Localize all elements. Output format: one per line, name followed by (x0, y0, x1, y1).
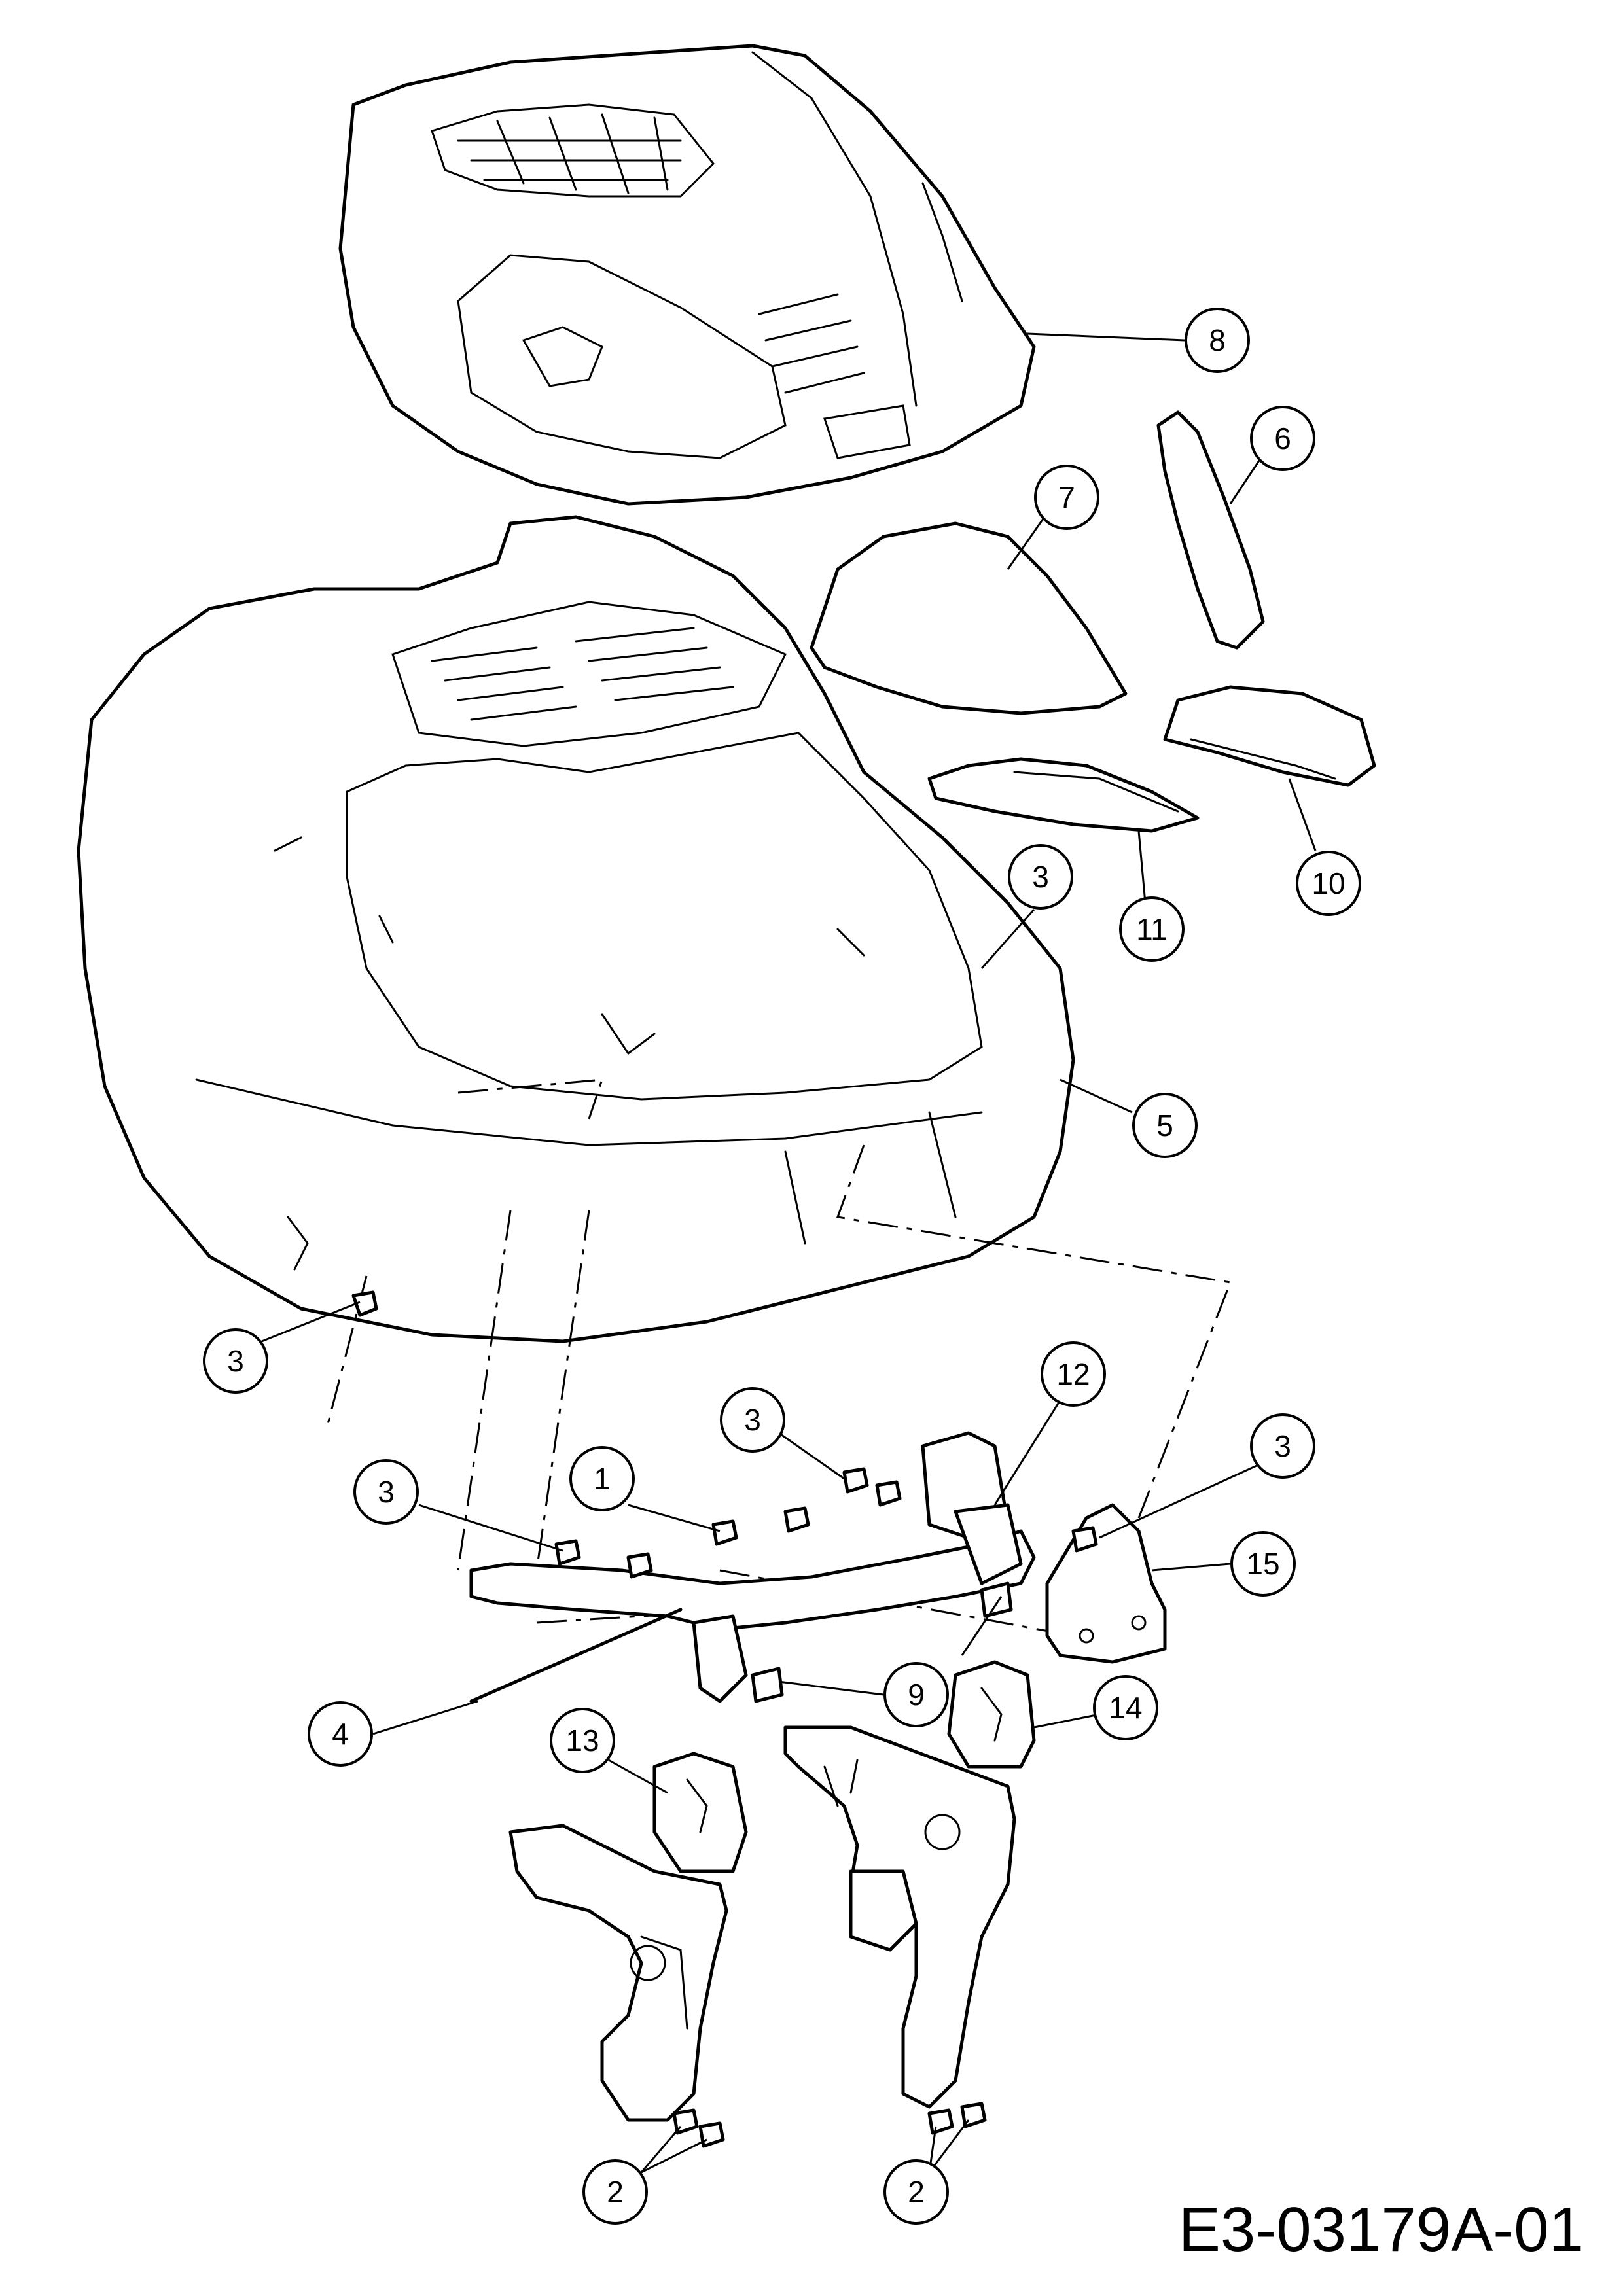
svg-text:3: 3 (1274, 1429, 1291, 1463)
svg-text:2: 2 (908, 2175, 925, 2209)
part-4-rod (469, 1608, 683, 1703)
svg-text:7: 7 (1058, 480, 1075, 514)
callout-7: 7 (1034, 465, 1099, 530)
svg-text:6: 6 (1274, 421, 1291, 455)
callout-3-left: 3 (203, 1328, 268, 1394)
callout-1: 1 (569, 1446, 635, 1511)
part-8-upper-shroud (338, 44, 1036, 506)
svg-text:5: 5 (1156, 1108, 1173, 1142)
callout-3-bracket-left: 3 (353, 1459, 419, 1525)
callout-3-right: 3 (1250, 1413, 1315, 1479)
part-5-hood (77, 515, 1075, 1343)
svg-text:9: 9 (908, 1678, 925, 1712)
callout-3-hood: 3 (1008, 844, 1073, 910)
part-13-left-hinge (508, 1752, 748, 2122)
svg-text:2: 2 (607, 2175, 624, 2209)
fasteners (351, 1290, 1098, 2148)
callout-3-bracket-top: 3 (720, 1387, 785, 1453)
svg-text:11: 11 (1136, 912, 1168, 946)
svg-text:8: 8 (1209, 323, 1226, 357)
part-10-trim (1163, 685, 1376, 787)
callout-6: 6 (1250, 406, 1315, 471)
part-6-lens (1156, 410, 1265, 650)
part-15-side-plate (1045, 1503, 1167, 1664)
callout-4: 4 (308, 1701, 373, 1767)
part-14-right-hinge (783, 1660, 1036, 2109)
callout-15: 15 (1230, 1531, 1296, 1597)
svg-text:12: 12 (1056, 1357, 1090, 1391)
part-12-front-bracket (469, 1431, 1036, 1703)
svg-text:3: 3 (378, 1475, 395, 1509)
drawing-code: E3-03179A-01 (1179, 2195, 1584, 2265)
callout-14: 14 (1093, 1675, 1158, 1740)
svg-text:1: 1 (594, 1462, 611, 1496)
callout-11: 11 (1119, 896, 1185, 962)
svg-text:3: 3 (744, 1403, 761, 1437)
svg-text:3: 3 (1032, 860, 1049, 894)
svg-text:14: 14 (1109, 1691, 1142, 1725)
part-11-trim (927, 757, 1200, 833)
callout-13: 13 (550, 1708, 615, 1773)
callout-9: 9 (883, 1662, 949, 1727)
svg-text:3: 3 (227, 1344, 244, 1378)
callout-2-right: 2 (883, 2159, 949, 2225)
callout-5: 5 (1132, 1093, 1198, 1158)
part-7-side-panel (810, 521, 1128, 715)
callouts: 8 6 7 11 10 3 5 3 12 3 3 1 3 15 9 4 13 1… (203, 308, 1361, 2225)
svg-text:4: 4 (332, 1717, 349, 1751)
svg-text:13: 13 (565, 1723, 599, 1757)
callout-2-left: 2 (582, 2159, 648, 2225)
svg-text:10: 10 (1311, 866, 1345, 900)
callout-12: 12 (1041, 1341, 1106, 1407)
callout-10: 10 (1296, 851, 1361, 916)
callout-8: 8 (1185, 308, 1250, 373)
svg-text:15: 15 (1246, 1547, 1279, 1581)
